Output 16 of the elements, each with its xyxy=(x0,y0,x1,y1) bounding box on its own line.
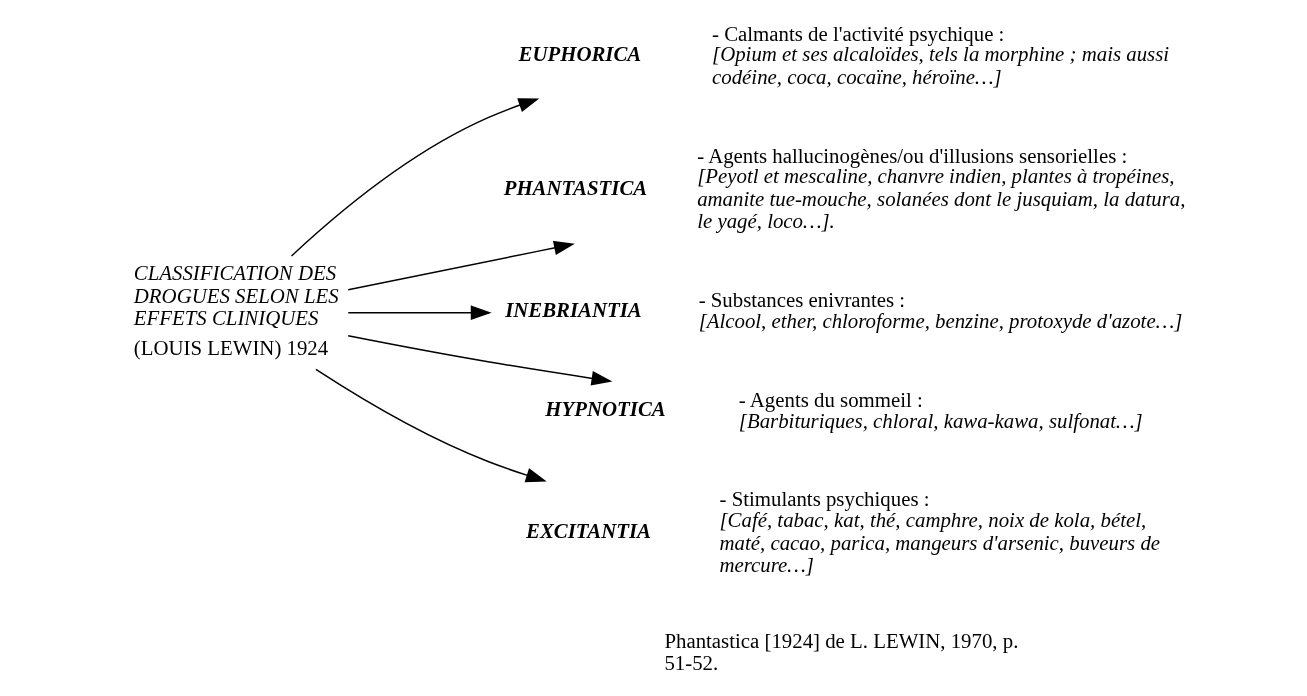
arrow xyxy=(290,98,539,257)
arrow xyxy=(347,305,492,320)
node-text: CLASSIFICATION DES DROGUES SELON LES EFFETS CLINIQUES (LOUIS LEWIN) 1924 xyxy=(133,261,339,360)
node-label: - Agents du sommeil : xyxy=(738,387,923,412)
arrow xyxy=(314,368,547,483)
node-text: HYPNOTICA xyxy=(544,397,666,422)
node-text: PHANTASTICA xyxy=(503,175,647,200)
arrow xyxy=(346,335,612,386)
arrow xyxy=(347,240,575,291)
node-label: - Agents hallucinogènes/ou d'illusions sensorielles : xyxy=(696,143,1127,168)
label: Phantastica [1924] de L. LEWIN, 1970, p. 51-52. xyxy=(663,628,1018,676)
node-label: - Calmants de l'activité psychique : xyxy=(711,21,1004,46)
node-label: - Stimulants psychiques : xyxy=(718,487,929,512)
node-text: EUPHORICA xyxy=(518,42,641,67)
node-text: INEBRIANTIA xyxy=(504,297,642,322)
node-text: EXCITANTIA xyxy=(525,519,651,544)
